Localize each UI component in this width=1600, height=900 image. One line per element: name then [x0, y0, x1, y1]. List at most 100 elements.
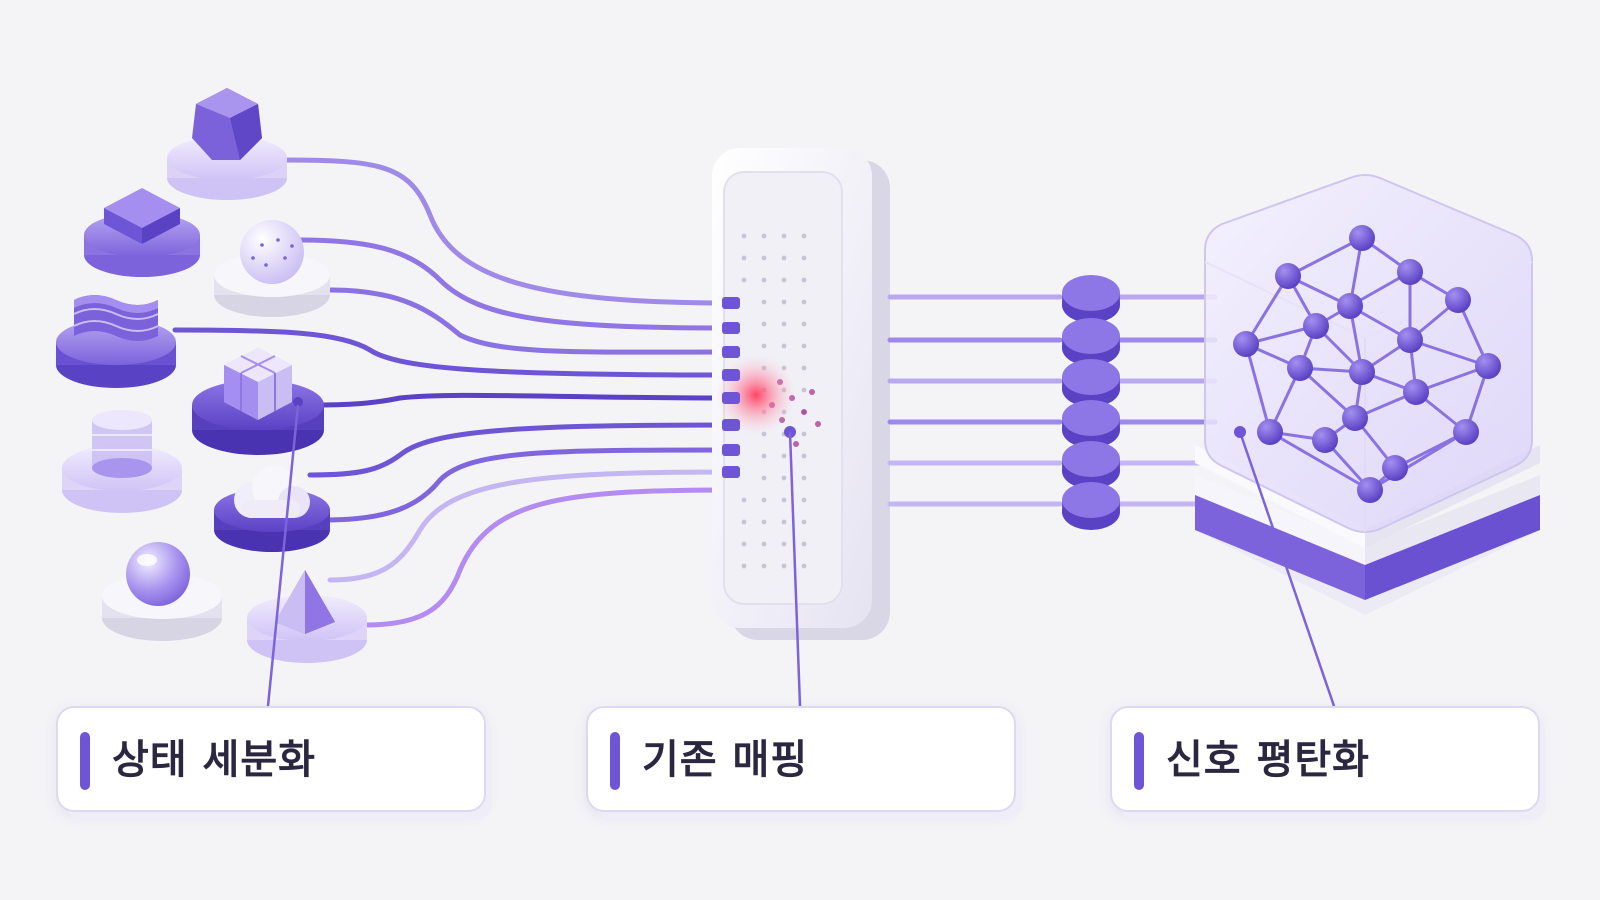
network-node: [1349, 225, 1375, 251]
dotted-sphere-icon: [214, 220, 330, 317]
panel-hole: [741, 233, 747, 239]
network-node: [1233, 331, 1259, 357]
signal-dot: [809, 389, 815, 395]
signal-dot: [815, 421, 821, 427]
network-node: [1342, 405, 1368, 431]
port: [722, 466, 740, 478]
port: [722, 444, 740, 456]
panel-hole: [781, 497, 787, 503]
stage-label-segmentation: 상태 세분화: [112, 737, 316, 783]
input-wires: [172, 157, 733, 628]
port: [722, 392, 740, 404]
panel-hole: [781, 233, 787, 239]
cube-cluster-icon: [192, 348, 324, 455]
panel-hole: [781, 255, 787, 261]
network-node: [1445, 287, 1471, 313]
perforated-panel-icon: [712, 148, 890, 640]
panel-hole: [801, 431, 807, 437]
panel-hole: [801, 519, 807, 525]
panel-hole: [761, 233, 767, 239]
network-node: [1397, 327, 1423, 353]
panel-hole: [761, 541, 767, 547]
panel-hole: [801, 453, 807, 459]
network-node: [1382, 455, 1408, 481]
accent-bar: [610, 732, 620, 790]
network-edge: [1287, 236, 1363, 278]
disc-stack-icon: [1062, 275, 1120, 530]
callout-leaders: [266, 404, 1336, 707]
panel-hole: [781, 475, 787, 481]
panel-hole: [801, 255, 807, 261]
panel-hole: [801, 321, 807, 327]
panel-hole: [801, 475, 807, 481]
network-edge: [1409, 338, 1489, 368]
panel-hole: [761, 255, 767, 261]
accent-bar: [1134, 732, 1144, 790]
panel-hole: [761, 343, 767, 349]
network-node: [1349, 359, 1375, 385]
panel-hole: [761, 299, 767, 305]
network-node: [1287, 355, 1313, 381]
panel-hole: [801, 233, 807, 239]
glass-sphere-icon: [102, 542, 222, 641]
disc-top: [1062, 359, 1120, 395]
panel-hole: [741, 563, 747, 569]
panel-hole: [801, 387, 807, 393]
panel-hole: [801, 343, 807, 349]
network-edge: [1369, 430, 1467, 492]
port: [722, 322, 740, 334]
panel-hole: [761, 453, 767, 459]
network-node: [1303, 313, 1329, 339]
panel-hole: [761, 475, 767, 481]
panel-hole: [801, 365, 807, 371]
network-node: [1337, 293, 1363, 319]
stage-card-segmentation: 상태 세분화: [56, 706, 486, 812]
port: [722, 419, 740, 431]
panel-hole: [781, 563, 787, 569]
signal-dot: [801, 409, 807, 415]
wavy-layers-icon: [56, 295, 176, 388]
disc-top: [1062, 441, 1120, 477]
signal-dot: [793, 441, 799, 447]
panel-hole: [761, 321, 767, 327]
panel-hole: [781, 299, 787, 305]
network-node: [1475, 353, 1501, 379]
panel-hole: [761, 519, 767, 525]
panel-hole: [761, 563, 767, 569]
stage-label-flattening: 신호 평탄화: [1166, 737, 1370, 783]
panel-hole: [781, 453, 787, 459]
disc-top: [1062, 275, 1120, 311]
glass-cylinder-icon: [62, 410, 182, 513]
stage-label-mapping: 기존 매핑: [642, 737, 809, 783]
panel-hole: [741, 497, 747, 503]
panel-hole: [801, 563, 807, 569]
accent-bar: [80, 732, 90, 790]
panel-hole: [741, 255, 747, 261]
network-edge: [1244, 275, 1290, 345]
network-node: [1357, 477, 1383, 503]
network-node: [1453, 419, 1479, 445]
port: [722, 297, 740, 309]
panel-hole: [781, 321, 787, 327]
pyramid-icon: [247, 570, 367, 663]
cloud-icon: [214, 466, 330, 552]
panel-hole: [781, 541, 787, 547]
network-node: [1312, 427, 1338, 453]
network-cube-icon: [1195, 174, 1540, 615]
stage-card-mapping: 기존 매핑: [586, 706, 1016, 812]
panel-hole: [781, 519, 787, 525]
panel-hole: [781, 277, 787, 283]
output-wires: [887, 294, 1218, 507]
panel-hole: [801, 497, 807, 503]
network-node: [1403, 379, 1429, 405]
panel-hole: [741, 519, 747, 525]
panel-hole: [741, 277, 747, 283]
network-edge: [1269, 430, 1371, 492]
network-node: [1397, 259, 1423, 285]
panel-hole: [781, 343, 787, 349]
stage-card-flattening: 신호 평탄화: [1110, 706, 1540, 812]
network-node: [1257, 419, 1283, 445]
panel-hole: [741, 541, 747, 547]
panel-hole: [801, 541, 807, 547]
